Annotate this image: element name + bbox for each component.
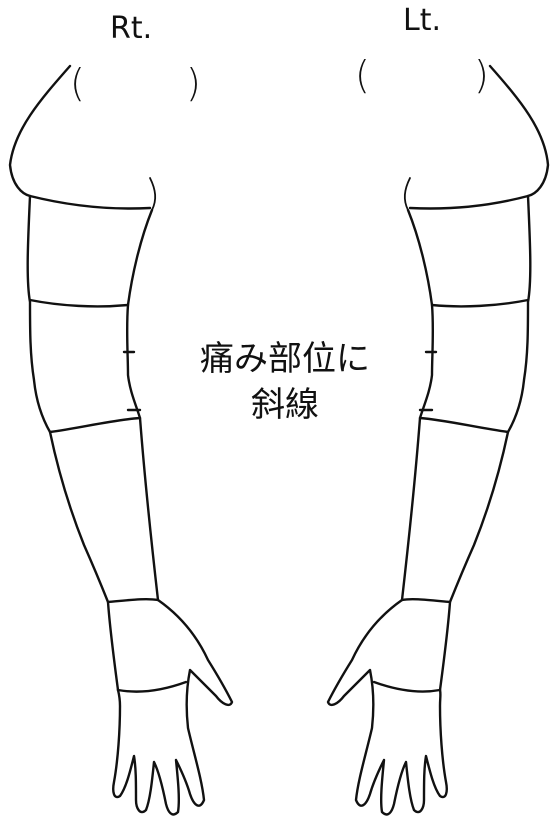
left-shoulder-inner [403, 177, 411, 211]
right-close-paren: ) [186, 61, 201, 105]
right-arm-inner-contour [125, 208, 160, 602]
pain-area-instruction: 痛み部位に 斜線 [170, 336, 400, 428]
left-palm-band [372, 680, 442, 693]
right-elbow-band [48, 416, 142, 434]
right-arm-outer-contour [26, 194, 120, 692]
left-shoulder-outline [488, 64, 550, 198]
right-upper-arm-top-band [28, 194, 152, 210]
left-arm-inner-contour [400, 208, 435, 602]
left-wrist-band [400, 597, 452, 604]
right-upper-arm-bottom-band [28, 298, 130, 308]
left-side-label: Lt. [403, 3, 442, 38]
right-shoulder-outline [8, 64, 72, 198]
left-close-paren: ) [474, 53, 489, 97]
left-arm [326, 64, 550, 816]
instruction-line-1: 痛み部位に [200, 339, 370, 379]
right-palm-band [116, 680, 188, 693]
left-upper-arm-top-band [408, 194, 530, 210]
right-open-paren: ( [70, 61, 85, 105]
left-arm-outer-contour [438, 194, 532, 692]
left-upper-arm-bottom-band [430, 298, 530, 308]
right-hand-outline [112, 598, 234, 816]
right-shoulder-inner [149, 177, 157, 211]
right-wrist-band [106, 597, 160, 604]
left-hand-outline [326, 598, 448, 816]
left-open-paren: ( [355, 53, 370, 97]
right-arm [8, 64, 234, 816]
right-side-label: Rt. [110, 11, 153, 46]
left-elbow-band [418, 416, 510, 434]
instruction-line-2: 斜線 [251, 385, 319, 425]
